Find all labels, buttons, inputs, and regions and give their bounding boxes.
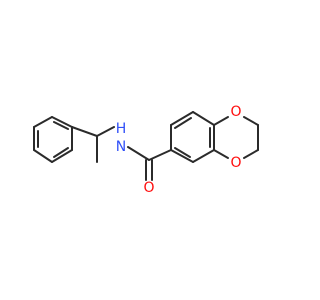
bond	[33, 116, 53, 128]
amide-group	[127, 146, 172, 181]
background	[0, 0, 300, 300]
bond	[51, 149, 73, 163]
bond	[96, 126, 115, 137]
aromatic-bond	[53, 121, 69, 130]
bond	[148, 149, 172, 161]
hydrogen-label: H	[116, 121, 127, 137]
bond	[33, 149, 53, 163]
bond	[213, 116, 229, 126]
aromatic-bond	[174, 147, 191, 158]
bond	[213, 149, 229, 159]
bond	[170, 111, 194, 126]
ring-oxygen-top-label: O	[230, 104, 241, 120]
chiral-center-linker	[71, 126, 115, 163]
bond	[170, 149, 194, 163]
bond	[127, 146, 150, 161]
aromatic-bond	[174, 117, 192, 129]
molecule-structure: H N O O O	[0, 0, 300, 300]
dioxane-ring	[213, 116, 259, 159]
bond	[71, 126, 98, 137]
bond	[192, 149, 215, 163]
bond	[243, 116, 259, 126]
aromatic-bond	[53, 147, 69, 158]
carbonyl-oxygen-label: O	[143, 180, 154, 196]
nitrogen-label: N	[116, 139, 126, 155]
benzene-ring	[170, 111, 215, 163]
bond	[51, 116, 73, 128]
bond	[243, 149, 259, 159]
ring-oxygen-bottom-label: O	[230, 155, 241, 171]
phenyl-ring	[33, 116, 73, 163]
bond	[192, 111, 215, 126]
